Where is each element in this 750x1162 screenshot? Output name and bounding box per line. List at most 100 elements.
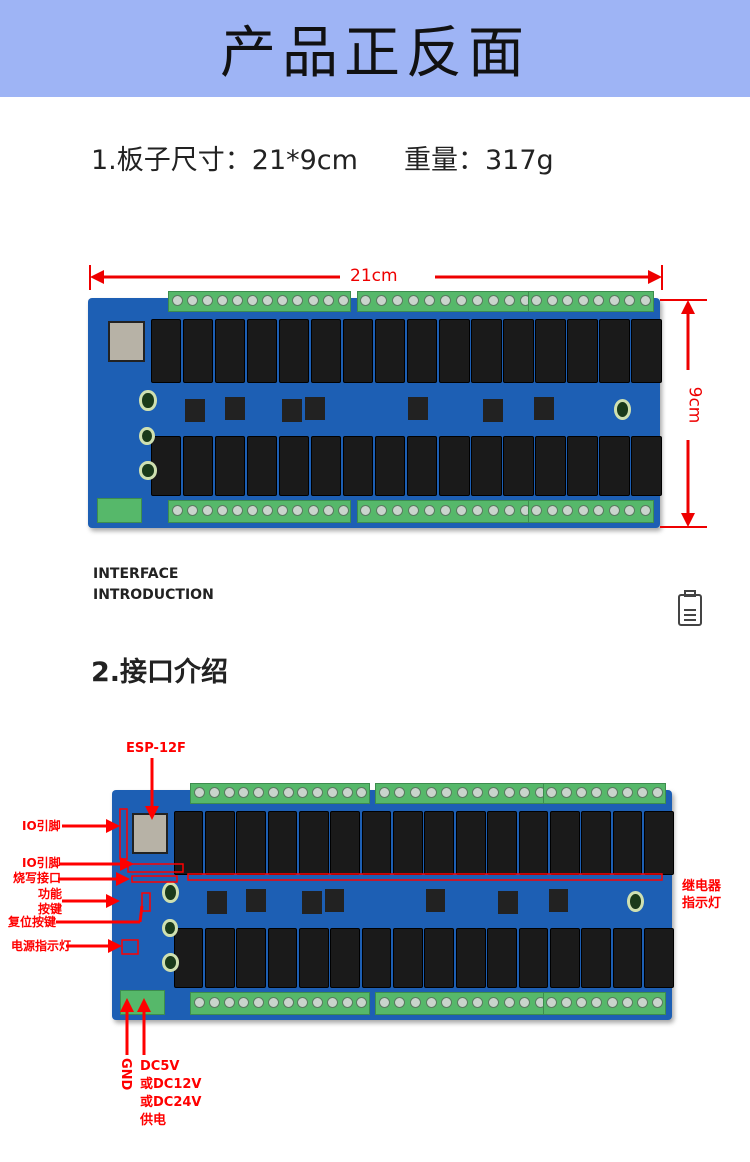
terminal-screw: [247, 504, 259, 516]
terminal-screw: [531, 504, 543, 516]
relay: [631, 436, 662, 496]
terminal-screw: [223, 786, 235, 798]
terminal-screw: [292, 294, 304, 306]
relay: [361, 928, 392, 988]
terminal-screw: [621, 996, 633, 1008]
terminal-screw: [487, 996, 499, 1008]
relay: [236, 928, 266, 988]
terminal-screw: [639, 294, 651, 306]
terminal-screw: [531, 294, 543, 306]
terminal-screw: [223, 996, 235, 1008]
terminal-screw: [546, 294, 558, 306]
terminal-screw: [312, 996, 324, 1008]
terminal-screw: [652, 996, 664, 1008]
intro-line2: INTRODUCTION: [93, 587, 214, 603]
terminal-screw: [267, 996, 279, 1008]
terminal-screw: [394, 786, 406, 798]
relay: [471, 318, 502, 384]
terminal-block: [190, 992, 370, 1016]
terminal-screw: [561, 786, 573, 798]
relay: [311, 318, 342, 384]
terminal-screw: [262, 294, 274, 306]
terminal-screw: [360, 294, 372, 306]
terminal-screw: [307, 294, 319, 306]
terminal-screw: [277, 294, 289, 306]
terminal-screw: [487, 294, 499, 306]
terminal-screw: [591, 996, 603, 1008]
relay: [518, 928, 549, 988]
terminal-screw: [356, 786, 368, 798]
ic-chip: [302, 891, 322, 915]
terminal-screw: [171, 294, 183, 306]
relay: [343, 436, 374, 496]
ic-chip: [185, 399, 206, 423]
relay: [439, 436, 470, 496]
terminal-screw: [307, 504, 319, 516]
terminal-screw: [503, 996, 515, 1008]
label-relay-led-2: 指示灯: [682, 896, 722, 911]
relay: [455, 928, 486, 988]
relay: [393, 928, 423, 988]
relay: [644, 810, 674, 876]
terminal-screw: [378, 996, 390, 1008]
label-relay-led-1: 继电器: [682, 879, 722, 894]
terminal-screw: [440, 504, 452, 516]
relay: [535, 436, 566, 496]
relay: [311, 436, 342, 496]
terminal-screw: [561, 996, 573, 1008]
terminal-screw: [297, 996, 309, 1008]
terminal-screw: [186, 294, 198, 306]
terminal-screw: [441, 996, 453, 1008]
terminal-screw: [253, 786, 265, 798]
terminal-screw: [519, 996, 531, 1008]
terminal-screw: [217, 504, 229, 516]
terminal-screw: [409, 996, 421, 1008]
terminal-screw: [608, 294, 620, 306]
terminal-screw: [376, 504, 388, 516]
capacitor: [139, 426, 156, 446]
relay: [173, 928, 204, 988]
terminal-screw: [472, 294, 484, 306]
terminal-screw: [337, 294, 349, 306]
terminal-screw: [562, 294, 574, 306]
label-func-2: 按键: [38, 902, 63, 916]
label-dc: DC5V 或DC12V 或DC24V 供电: [140, 1058, 201, 1130]
relay: [439, 318, 470, 384]
ic-chip: [408, 396, 429, 420]
terminal-screw: [624, 504, 636, 516]
capacitor: [614, 399, 632, 420]
terminal-screw: [621, 786, 633, 798]
terminal-screw: [472, 996, 484, 1008]
capacitor: [162, 953, 180, 972]
ic-chip: [207, 891, 227, 915]
terminal-screw: [593, 294, 605, 306]
battery-icon[interactable]: [677, 590, 703, 627]
label-func-1: 功能: [38, 887, 63, 901]
relay: [581, 928, 611, 988]
terminal-screw: [576, 996, 588, 1008]
terminal-screw: [576, 786, 588, 798]
relay: [182, 318, 214, 384]
terminal-screw: [577, 294, 589, 306]
terminal-screw: [441, 786, 453, 798]
width-label: 21cm: [350, 266, 398, 286]
relay: [567, 436, 598, 496]
terminal-block: [528, 500, 655, 524]
relay: [567, 318, 598, 384]
label-dc-1: DC5V: [140, 1059, 180, 1074]
terminal-screw: [636, 786, 648, 798]
relay: [299, 928, 329, 988]
relay: [214, 318, 246, 384]
capacitor: [627, 891, 644, 912]
terminal-screw: [472, 786, 484, 798]
terminal-screw: [201, 504, 213, 516]
relay: [375, 318, 406, 384]
terminal-screw: [392, 294, 404, 306]
relay: [487, 810, 517, 876]
terminal-screw: [322, 504, 334, 516]
capacitor: [139, 461, 157, 480]
terminal-screw: [472, 504, 484, 516]
terminal-block: [375, 783, 549, 804]
terminal-screw: [456, 294, 468, 306]
